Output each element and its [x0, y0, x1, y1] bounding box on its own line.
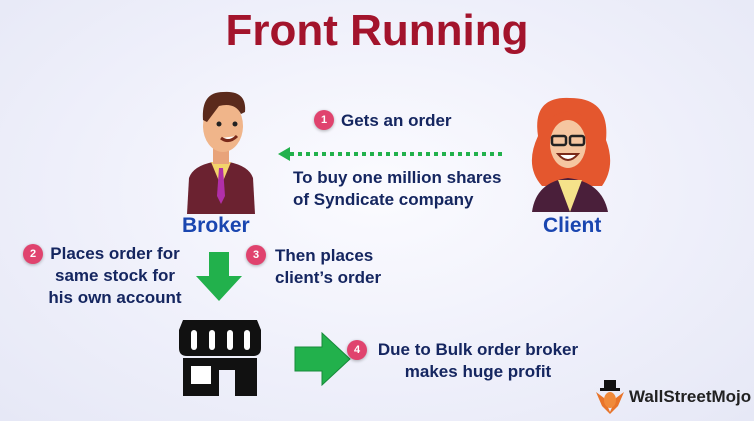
store-icon [179, 320, 261, 396]
step-3-badge: 3 [246, 245, 266, 265]
step-2-line: his own account [48, 288, 182, 307]
step-2-badge: 2 [23, 244, 43, 264]
logo-text: WallStreetMojo [629, 387, 752, 406]
step-4-line: Due to Bulk order broker [377, 340, 579, 359]
broker-label: Broker [182, 214, 250, 237]
client-label: Client [543, 214, 602, 237]
step-4-badge: 4 [347, 340, 367, 360]
client-illustration [531, 97, 611, 212]
page-title: Front Running [225, 6, 529, 55]
step-3-line: client’s order [275, 268, 382, 287]
step-1-badge: 1 [314, 110, 334, 130]
order-detail-line-1: To buy one million shares [293, 168, 502, 187]
order-arrow-left [278, 147, 502, 161]
step-2-line: Places order for [50, 244, 180, 263]
step-4-line: makes huge profit [404, 362, 552, 381]
arrow-right-icon [294, 332, 351, 386]
arrow-down-icon [196, 252, 242, 301]
step-2-line: same stock for [55, 266, 175, 285]
broker-illustration [187, 91, 255, 214]
step-1-text: Gets an order [341, 111, 452, 130]
step-3-text: Then places client’s order [275, 245, 381, 289]
order-detail-line-2: of Syndicate company [293, 190, 474, 209]
step-4-text: Due to Bulk order broker makes huge prof… [368, 339, 588, 383]
step-2-text: Places order for same stock for his own … [40, 243, 190, 309]
step-3-line: Then places [275, 246, 374, 265]
wallstreetmojo-logo: WallStreetMojo [594, 380, 751, 414]
mojo-logo-icon [596, 380, 624, 414]
